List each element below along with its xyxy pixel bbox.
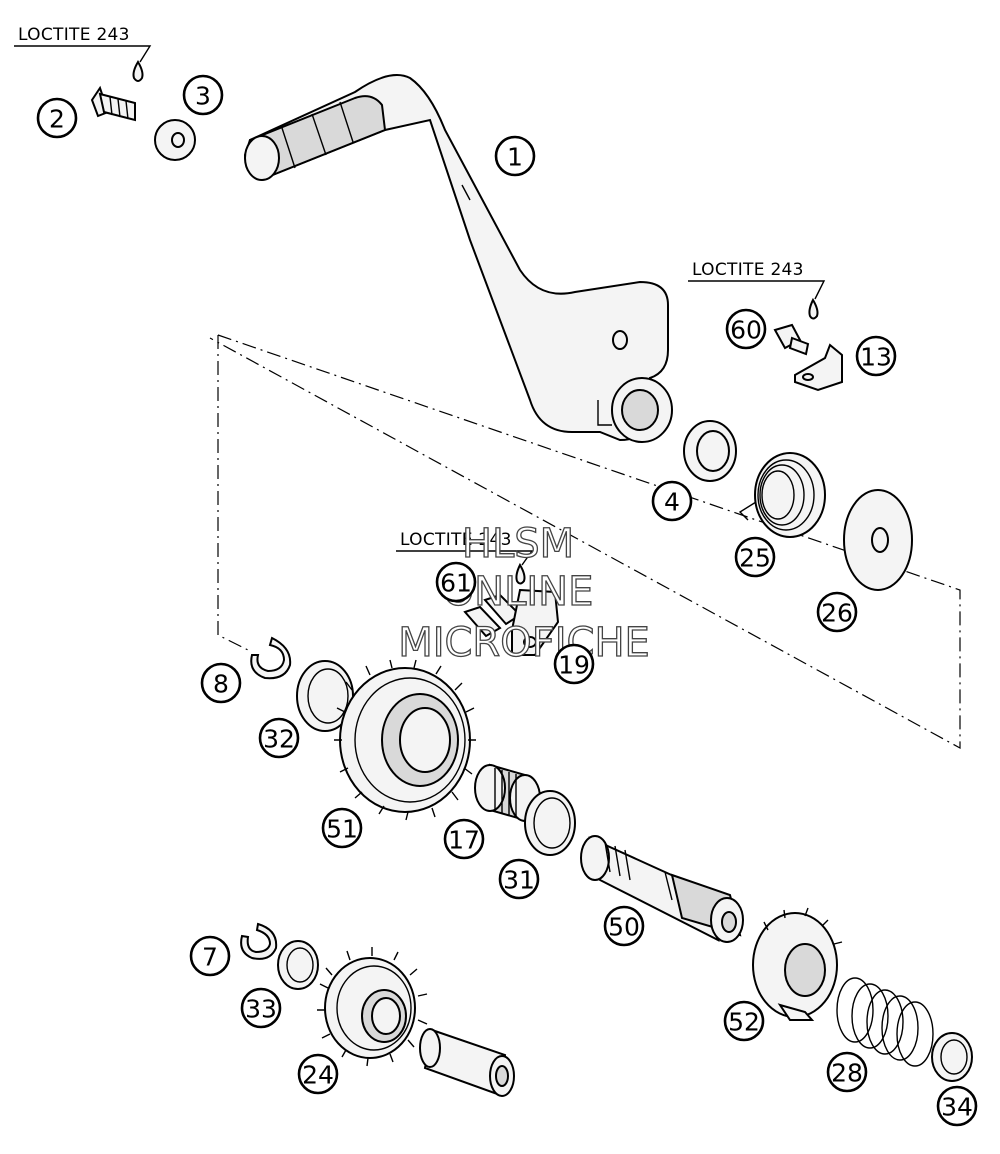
callout-number: 32 [263, 725, 295, 754]
callout-2: 2 [36, 97, 78, 139]
callout-number: 17 [448, 826, 480, 855]
loctite-drop-icon [515, 562, 526, 585]
bolts-61-plate-19 [463, 588, 560, 656]
callout-number: 2 [49, 105, 65, 134]
callout-25: 25 [734, 536, 776, 578]
callout-number: 34 [941, 1093, 973, 1122]
gear-24 [317, 947, 428, 1067]
loctite-label: LOCTITE 243 [18, 25, 130, 45]
shaft-50 [580, 835, 744, 943]
circlip-8 [250, 636, 292, 680]
callout-1: 1 [494, 135, 536, 177]
washer-3 [154, 119, 196, 161]
spring-28 [836, 977, 934, 1067]
washer-33 [277, 940, 319, 990]
callout-number: 7 [202, 943, 218, 972]
callout-number: 13 [860, 343, 892, 372]
callout-32: 32 [258, 717, 300, 759]
loctite-label: LOCTITE 243 [400, 530, 512, 550]
loctite-note-top: LOCTITE 243 [14, 25, 152, 63]
assembly-axis-line [209, 334, 961, 750]
pin [419, 1028, 515, 1097]
callout-number: 25 [739, 544, 771, 573]
callout-34: 34 [936, 1085, 978, 1127]
callout-19: 19 [553, 643, 595, 685]
bolt-60 [773, 323, 810, 356]
callout-7: 7 [189, 935, 231, 977]
washer-4 [683, 420, 737, 482]
callout-51: 51 [321, 807, 363, 849]
washer-31 [524, 790, 576, 856]
loctite-drop-icon [808, 297, 819, 320]
callout-number: 4 [664, 488, 680, 517]
loctite-note-middle: LOCTITE 243 [396, 530, 534, 566]
callout-31: 31 [498, 858, 540, 900]
watermark-line1: HLSM [462, 521, 574, 567]
callout-number: 28 [831, 1059, 863, 1088]
callout-4: 4 [651, 480, 693, 522]
circlip-7 [240, 922, 278, 960]
loctite-note-right: LOCTITE 243 [688, 260, 826, 300]
gear-51 [334, 659, 476, 821]
callout-number: 61 [440, 569, 472, 598]
loctite-label: LOCTITE 243 [692, 260, 804, 280]
disc-26 [843, 489, 913, 591]
callout-60: 60 [725, 308, 767, 350]
spring-25 [738, 452, 826, 538]
callout-33: 33 [240, 987, 282, 1029]
callout-13: 13 [855, 335, 897, 377]
callout-3: 3 [182, 74, 224, 116]
callout-number: 31 [503, 866, 535, 895]
watermark-line3: MICROFICHE [398, 620, 650, 666]
callout-number: 19 [558, 651, 590, 680]
callout-24: 24 [297, 1053, 339, 1095]
callout-number: 51 [326, 815, 358, 844]
callout-number: 24 [302, 1061, 334, 1090]
callout-number: 33 [245, 995, 277, 1024]
callout-52: 52 [723, 1000, 765, 1042]
callout-number: 26 [821, 599, 853, 628]
kickstarter-lever [243, 74, 673, 443]
washer-34 [931, 1032, 973, 1082]
callout-17: 17 [443, 818, 485, 860]
callout-8: 8 [200, 662, 242, 704]
bracket-13 [794, 343, 843, 392]
callout-26: 26 [816, 591, 858, 633]
callout-number: 50 [608, 913, 640, 942]
callout-28: 28 [826, 1051, 868, 1093]
callout-number: 52 [728, 1008, 760, 1037]
callout-61: 61 [435, 561, 477, 603]
callout-50: 50 [603, 905, 645, 947]
loctite-drop-icon [132, 60, 144, 82]
callout-number: 8 [213, 670, 229, 699]
callout-number: 3 [195, 82, 211, 111]
screw-2 [90, 85, 136, 122]
callout-number: 60 [730, 316, 762, 345]
ratchet-52 [752, 907, 843, 1021]
callout-number: 1 [507, 143, 523, 172]
